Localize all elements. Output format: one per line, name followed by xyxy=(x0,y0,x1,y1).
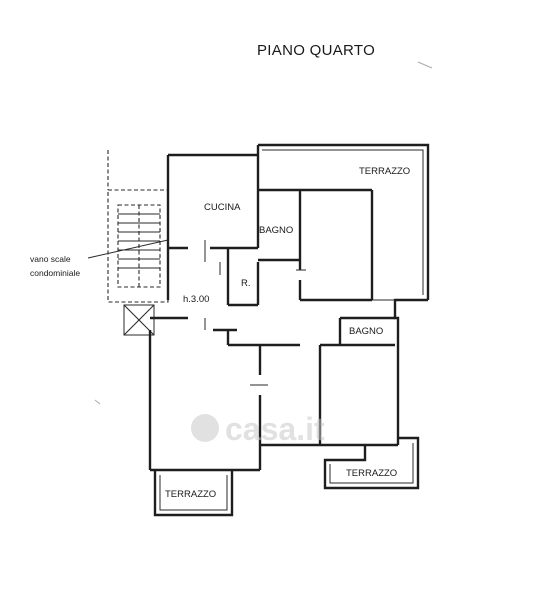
stair-note-line1: vano scale xyxy=(30,254,71,264)
ceiling-height-note: h.3.00 xyxy=(183,294,209,305)
room-label-terrazzo-bottom-right: TERRAZZO xyxy=(346,468,397,479)
terrace-bottom-left xyxy=(153,470,234,517)
stair-annotation: vano scale condominiale xyxy=(30,239,169,278)
terrace-bottom-right xyxy=(323,436,420,490)
plan-title: PIANO QUARTO xyxy=(257,42,375,59)
interior-walls xyxy=(168,188,395,445)
exterior-walls xyxy=(148,143,430,472)
room-label-ripostiglio: R. xyxy=(241,278,251,289)
room-label-bagno-top: BAGNO xyxy=(259,225,293,236)
watermark-text: casa.it xyxy=(225,411,325,447)
room-label-bagno-right: BAGNO xyxy=(349,326,383,337)
home-icon xyxy=(191,414,219,442)
room-label-terrazzo-top: TERRAZZO xyxy=(359,166,410,177)
watermark: casa.it xyxy=(191,411,325,447)
stairwell xyxy=(107,150,169,303)
stair-note-line2: condominiale xyxy=(30,268,80,278)
room-label-terrazzo-bottom-left: TERRAZZO xyxy=(165,489,216,500)
room-label-cucina: CUCINA xyxy=(204,202,241,213)
